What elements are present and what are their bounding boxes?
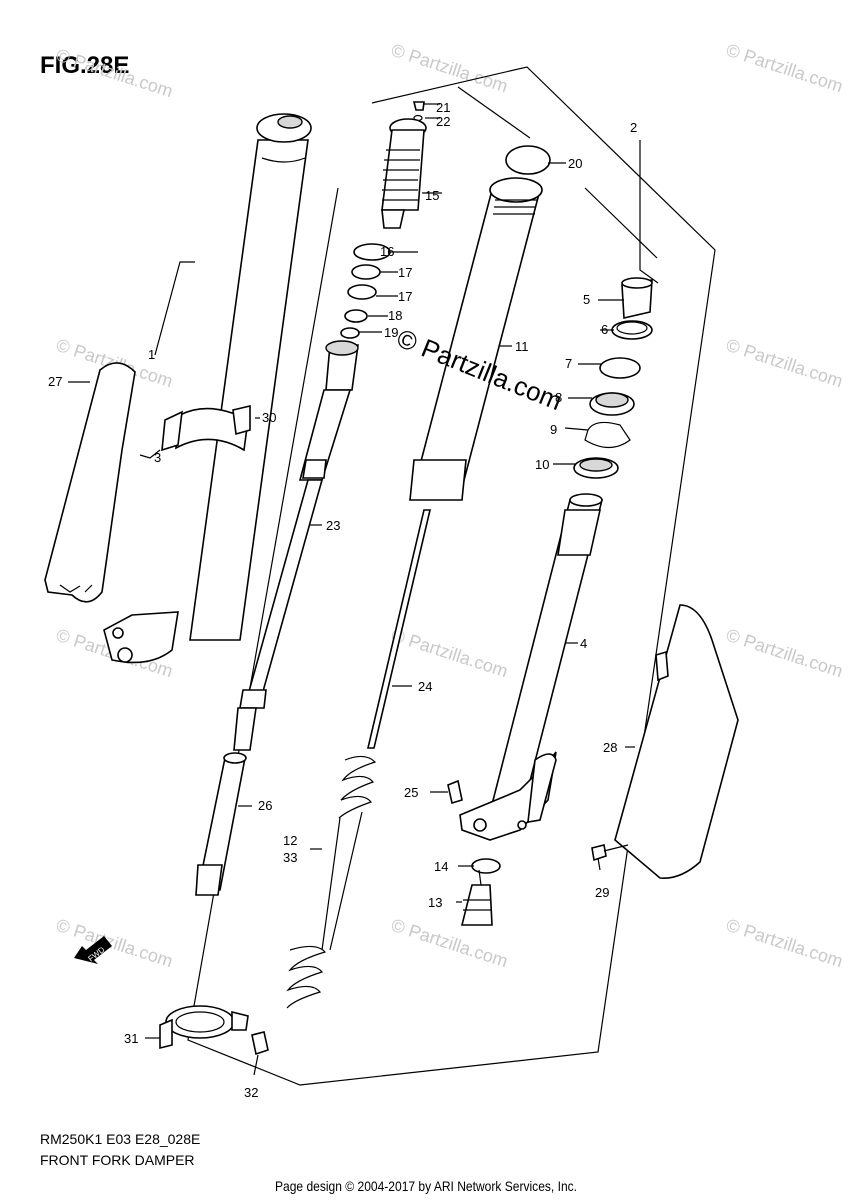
watermark-tile: © Partzilla.com: [54, 915, 176, 972]
callout-2: 2: [630, 120, 637, 135]
fork-guard: [44, 362, 136, 603]
figure-code: RM250K1 E03 E28_028E: [40, 1131, 201, 1147]
watermark-tile: © Partzilla.com: [724, 40, 846, 97]
assembly-outline-inner: [457, 86, 658, 259]
outer-tube-assembly: [103, 113, 312, 664]
callout-31: 31: [124, 1031, 138, 1046]
leader-lines: [68, 103, 659, 1076]
callout-19: 19: [384, 325, 398, 340]
o-ring: [471, 858, 501, 874]
callout-5: 5: [583, 292, 590, 307]
callout-28: 28: [603, 740, 617, 755]
watermark-tile: © Partzilla.com: [724, 625, 846, 682]
callout-16: 16: [380, 244, 394, 259]
callout-6: 6: [601, 322, 608, 337]
inner-tube: [409, 145, 551, 501]
seal-stack: [573, 277, 653, 479]
damper-cartridge: [195, 101, 432, 1009]
clamp: [159, 1005, 249, 1050]
callout-20: 20: [568, 156, 582, 171]
callout-24: 24: [418, 679, 432, 694]
callout-4: 4: [580, 636, 587, 651]
callout-labels: 21 22 15 16 17 17 18 19 20 2 5 6 7 8 9 1…: [48, 100, 637, 1100]
callout-17-upper: 17: [398, 265, 412, 280]
watermark-tile: © Partzilla.com: [724, 335, 846, 392]
callout-3: 3: [154, 450, 161, 465]
callout-23: 23: [326, 518, 340, 533]
callout-33: 33: [283, 850, 297, 865]
callout-15: 15: [425, 188, 439, 203]
callout-17-lower: 17: [398, 289, 412, 304]
watermark-tile: © Partzilla.com: [389, 625, 511, 682]
callout-11: 11: [515, 339, 529, 354]
callout-9: 9: [550, 422, 557, 437]
callout-29: 29: [595, 885, 609, 900]
callout-8: 8: [555, 390, 562, 405]
page-credit: Page design © 2004-2017 by ARI Network S…: [275, 1178, 578, 1194]
clamp-bolt: [251, 1031, 269, 1056]
callout-26: 26: [258, 798, 272, 813]
watermark-tile: © Partzilla.com: [389, 40, 511, 97]
base-valve: [460, 884, 493, 926]
watermark-tile: © Partzilla.com: [54, 45, 176, 102]
callout-25: 25: [404, 785, 418, 800]
callout-13: 13: [428, 895, 442, 910]
guard-bolt: [591, 844, 607, 862]
callout-18: 18: [388, 308, 402, 323]
fork-spring-upper: [338, 755, 377, 819]
slider-tube: [459, 493, 604, 841]
figure-title: FIG.28E: [40, 52, 130, 79]
right-fork-guard: [614, 604, 739, 879]
bolt: [447, 779, 463, 805]
callout-10: 10: [535, 457, 549, 472]
watermark-tiles: © Partzilla.com © Partzilla.com © Partzi…: [54, 40, 846, 972]
callout-22: 22: [436, 114, 450, 129]
callout-21: 21: [436, 100, 450, 115]
callout-7: 7: [565, 356, 572, 371]
callout-32: 32: [244, 1085, 258, 1100]
callout-27: 27: [48, 374, 62, 389]
assembly-outline: [187, 66, 716, 1086]
callout-14: 14: [434, 859, 448, 874]
callout-30: 30: [262, 410, 276, 425]
watermark-tile: © Partzilla.com: [724, 915, 846, 972]
callout-1: 1: [148, 347, 155, 362]
figure-name: FRONT FORK DAMPER: [40, 1152, 195, 1168]
callout-12: 12: [283, 833, 297, 848]
